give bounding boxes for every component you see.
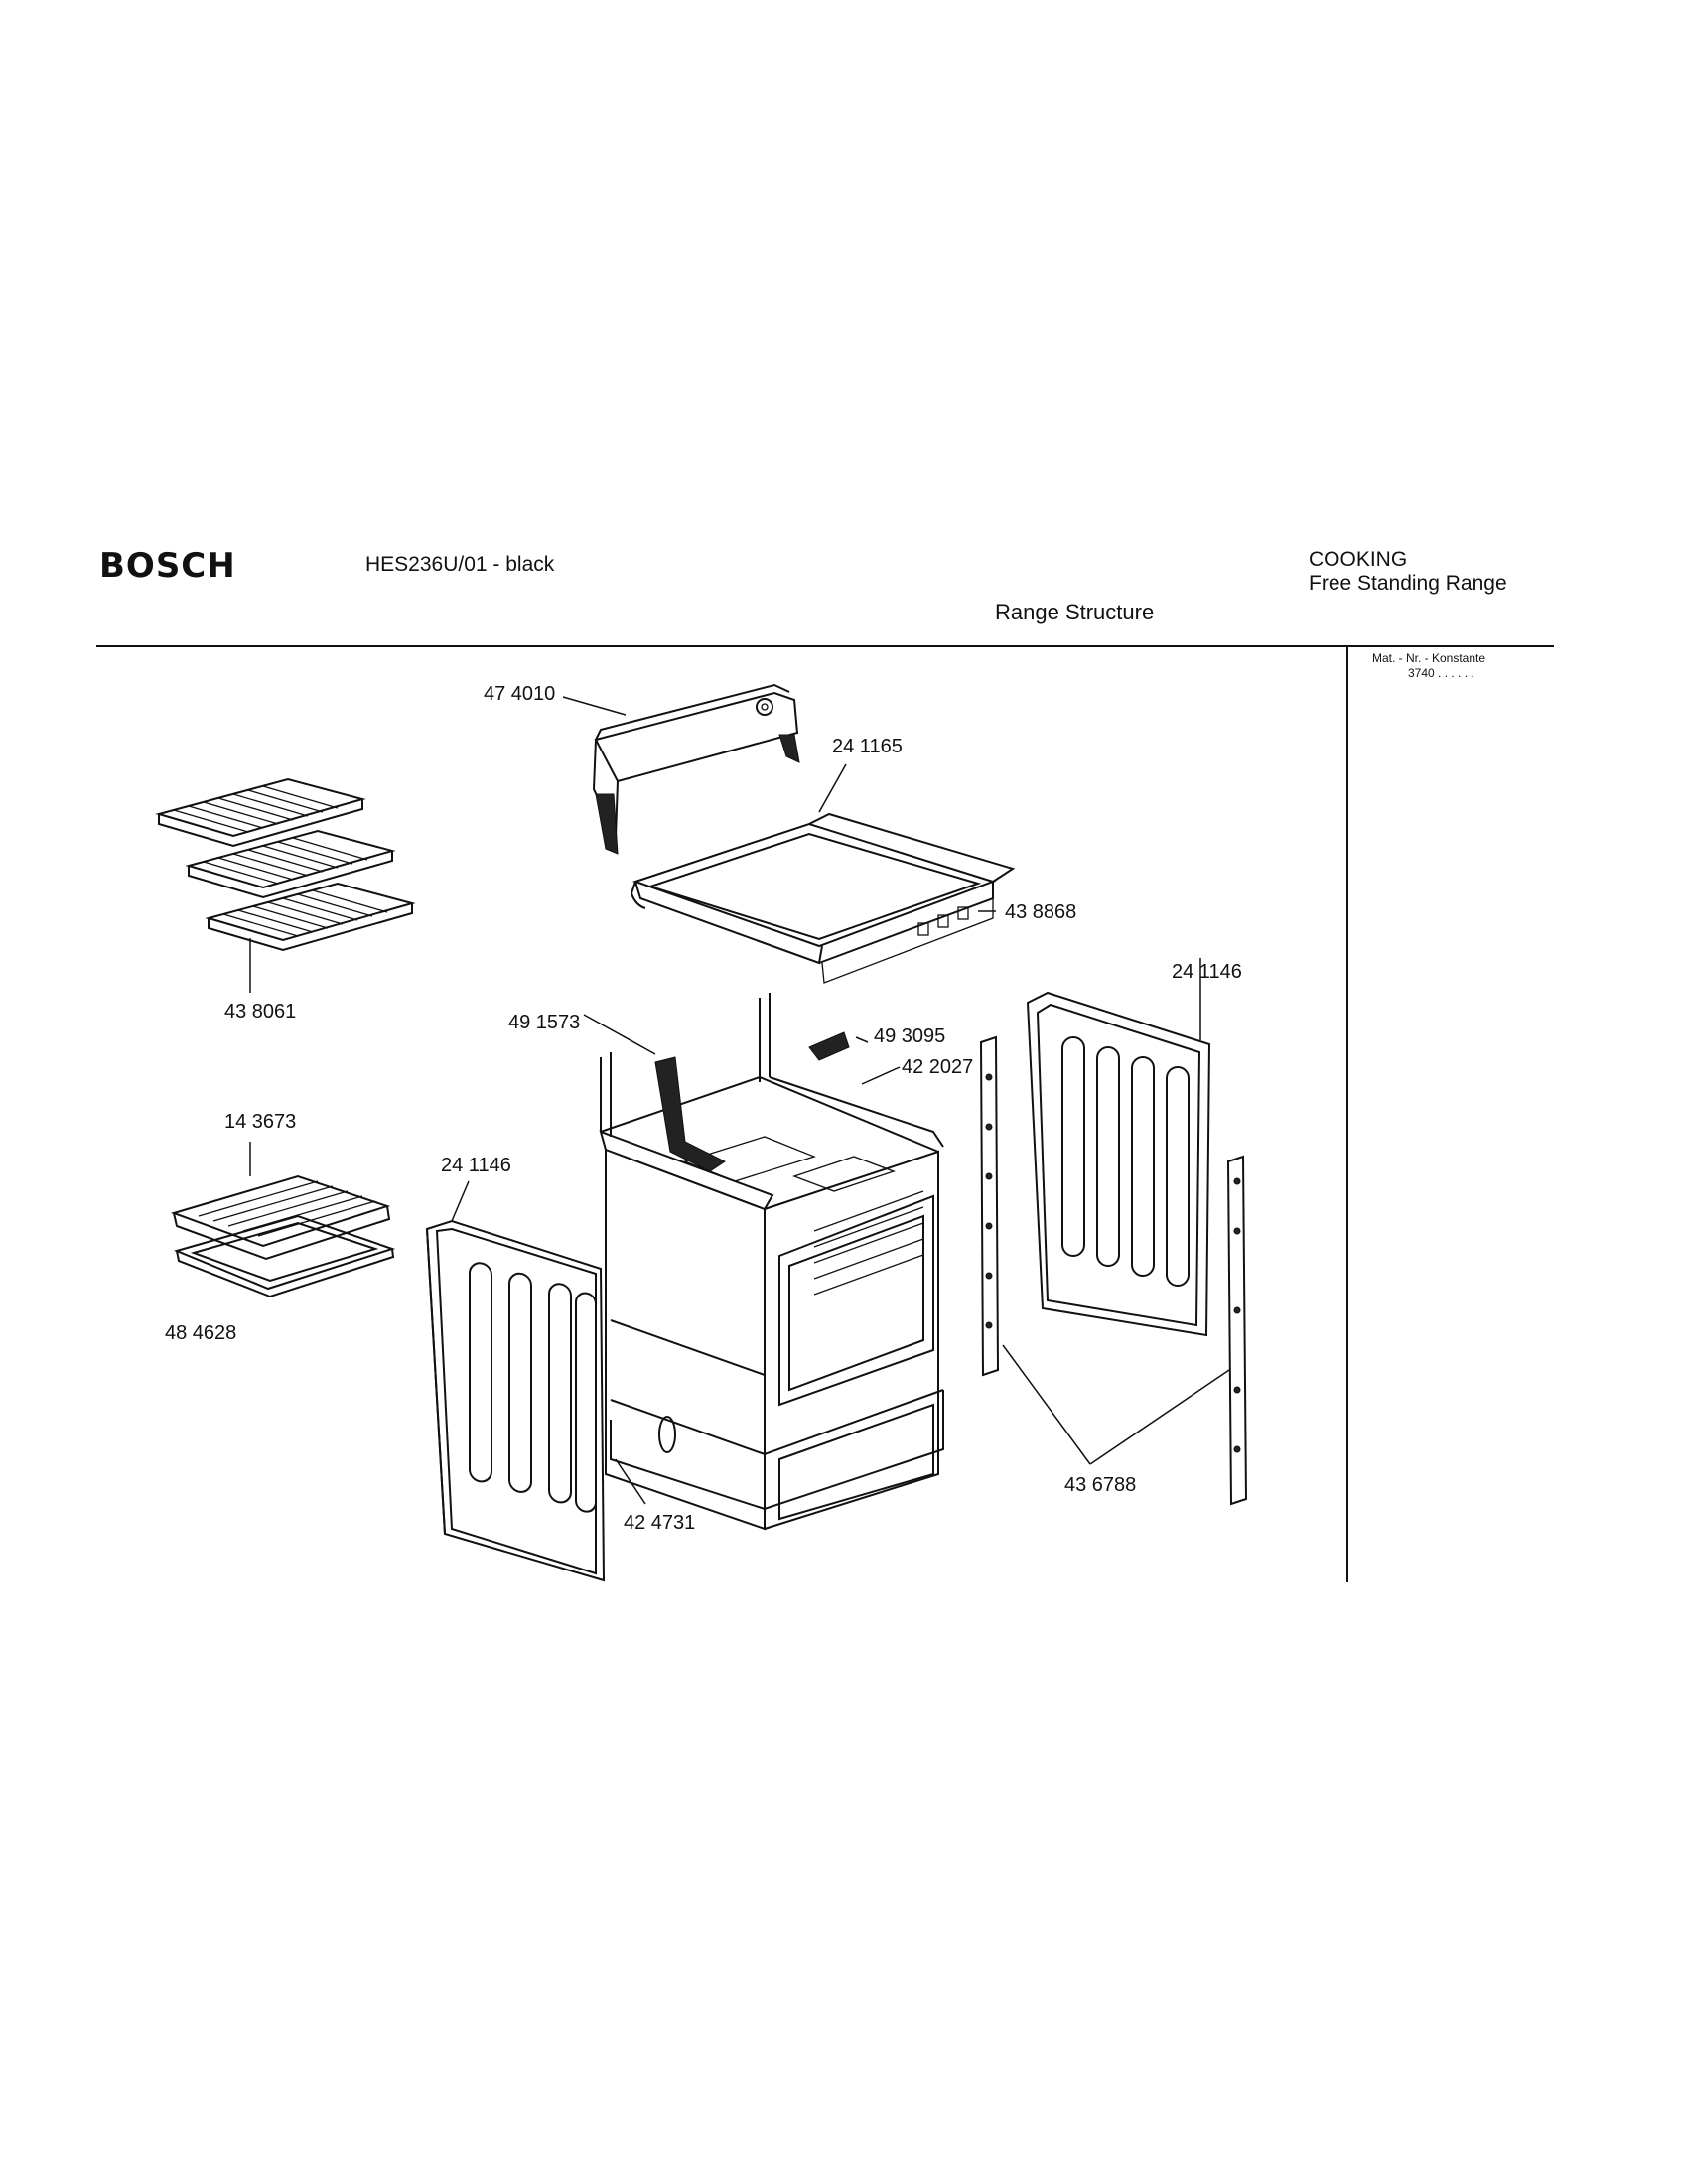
callout-422027: 42 2027 <box>902 1056 973 1078</box>
callout-474010: 47 4010 <box>484 683 555 705</box>
callout-438868: 43 8868 <box>1005 901 1076 923</box>
left-side-panel-part <box>425 1219 606 1582</box>
brand-logo: BOSCH <box>99 546 236 586</box>
model-number: HES236U/01 - black <box>365 553 555 576</box>
callout-143673: 14 3673 <box>224 1111 296 1133</box>
category-block: COOKING Free Standing Range <box>1309 548 1507 596</box>
header-divider <box>96 645 1554 647</box>
callout-241165: 24 1165 <box>832 736 903 757</box>
broiler-pan-part <box>170 1174 396 1298</box>
material-label: Mat. - Nr. - Konstante <box>1372 651 1486 665</box>
callout-493095: 49 3095 <box>874 1025 945 1047</box>
right-side-panel-part <box>1026 991 1211 1337</box>
subcategory: Free Standing Range <box>1309 572 1507 595</box>
callout-436788: 43 6788 <box>1064 1474 1136 1496</box>
oven-racks-part <box>155 777 416 952</box>
material-value: 3740 . . . . . . <box>1408 666 1474 680</box>
trim-strips-part <box>979 1035 1248 1506</box>
cooktop-part <box>630 812 1016 984</box>
category: COOKING <box>1309 548 1408 571</box>
callout-424731: 42 4731 <box>624 1512 695 1534</box>
section-title: Range Structure <box>995 600 1155 624</box>
leader-lines <box>249 696 1230 1505</box>
callout-241146-right: 24 1146 <box>1172 961 1242 983</box>
callout-438061: 43 8061 <box>224 1001 296 1023</box>
backguard-part <box>592 683 800 855</box>
callout-241146-left: 24 1146 <box>441 1155 511 1176</box>
callout-484628: 48 4628 <box>165 1322 236 1344</box>
callout-491573: 49 1573 <box>508 1012 580 1033</box>
material-number-box: Mat. - Nr. - Konstante 3740 . . . . . . <box>1372 651 1485 681</box>
cabinet-frame-part <box>599 993 944 1531</box>
margin-divider <box>1346 647 1348 1582</box>
